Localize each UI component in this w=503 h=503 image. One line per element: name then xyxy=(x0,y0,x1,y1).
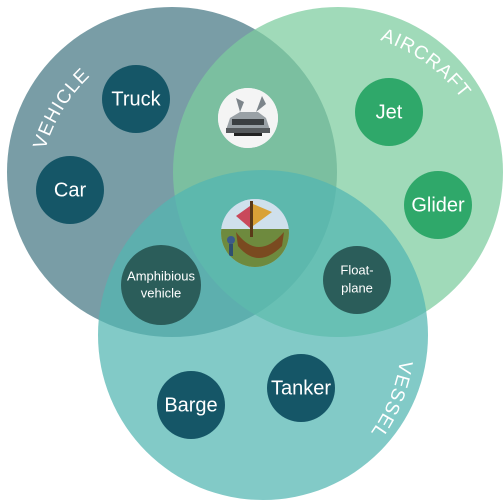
barge-label: Barge xyxy=(164,394,217,416)
amphibious-vehicle-node: Amphibious vehicle xyxy=(121,245,201,325)
glider-node: Glider xyxy=(404,171,472,239)
floatplane-node: Float- plane xyxy=(323,246,391,314)
tanker-label: Tanker xyxy=(271,377,331,399)
truck-node: Truck xyxy=(102,65,170,133)
jet-label: Jet xyxy=(376,101,403,123)
car-node: Car xyxy=(36,156,104,224)
tanker-node: Tanker xyxy=(267,354,335,422)
truck-label: Truck xyxy=(111,88,161,110)
floatplane-label-line1: Float- xyxy=(340,262,373,277)
jet-node: Jet xyxy=(355,78,423,146)
flying-car-image xyxy=(218,88,278,148)
ship-image xyxy=(221,199,289,267)
car-label: Car xyxy=(54,179,87,201)
amphibious-label-line2: vehicle xyxy=(141,285,181,300)
glider-label: Glider xyxy=(411,194,465,216)
amphibious-label-line1: Amphibious xyxy=(127,268,195,283)
barge-node: Barge xyxy=(157,371,225,439)
floatplane-label-line2: plane xyxy=(341,280,373,295)
